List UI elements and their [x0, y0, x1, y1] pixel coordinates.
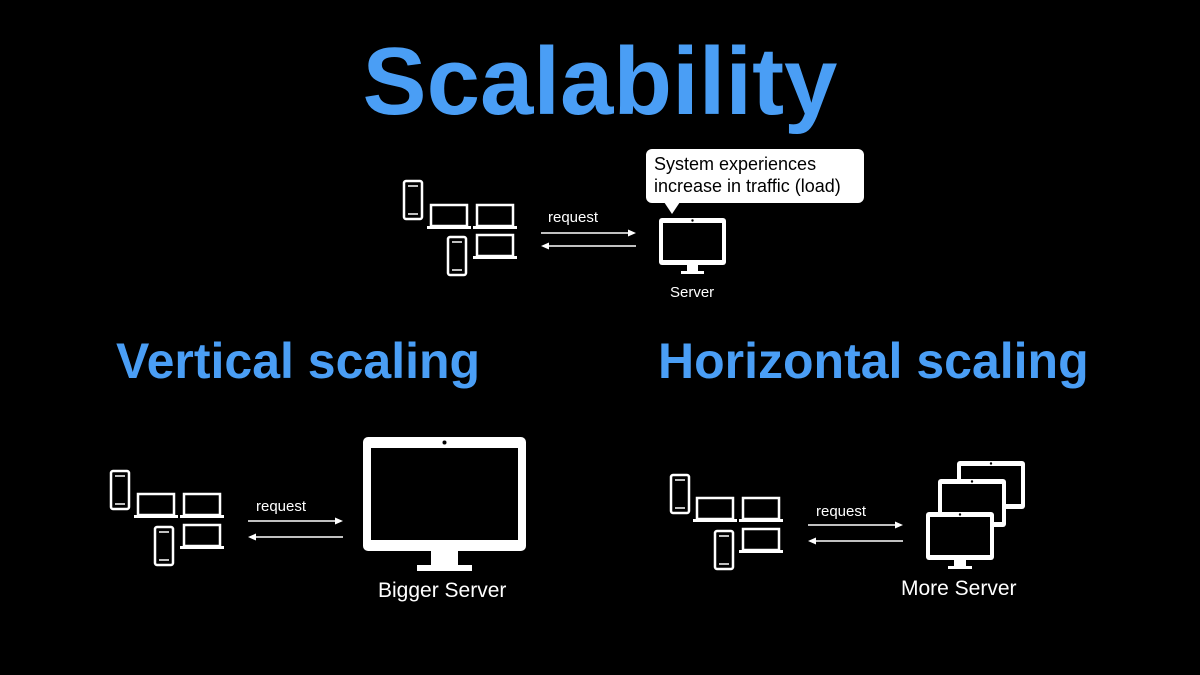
callout-line-1: System experiences	[654, 154, 817, 174]
more-server-label: More Server	[901, 577, 1017, 600]
laptop-icon	[473, 233, 517, 259]
server-label: Server	[670, 284, 715, 301]
bigger-server-label: Bigger Server	[378, 579, 507, 602]
request-label: request	[816, 503, 867, 520]
phone-icon	[153, 525, 175, 567]
phone-icon	[446, 235, 468, 277]
monitor-icon	[659, 218, 726, 274]
laptop-icon	[180, 492, 224, 518]
request-label: request	[548, 209, 599, 226]
request-label: request	[256, 498, 307, 515]
phone-icon	[713, 529, 735, 571]
laptop-icon	[473, 203, 517, 229]
laptop-icon	[739, 527, 783, 553]
page-title: Scalability	[362, 28, 838, 135]
big-monitor-icon	[363, 437, 526, 571]
laptop-icon	[180, 523, 224, 549]
response-arrow-left	[248, 533, 343, 541]
phone-icon	[669, 473, 691, 515]
laptop-icon	[739, 496, 783, 522]
horizontal-scaling-heading: Horizontal scaling	[658, 333, 1089, 389]
request-arrow-right	[808, 521, 903, 529]
laptop-icon	[134, 492, 178, 518]
callout-bubble: System experiences increase in traffic (…	[646, 149, 864, 203]
vertical-scaling-heading: Vertical scaling	[116, 333, 481, 389]
phone-icon	[109, 469, 131, 511]
request-arrow-right	[248, 517, 343, 525]
monitor-icon	[926, 512, 994, 569]
phone-icon	[402, 179, 424, 221]
callout-line-2: increase in traffic (load)	[654, 176, 841, 196]
request-arrow-right	[541, 229, 636, 237]
response-arrow-left	[541, 242, 636, 250]
response-arrow-left	[808, 537, 903, 545]
laptop-icon	[427, 203, 471, 229]
callout-tail	[664, 202, 680, 214]
laptop-icon	[693, 496, 737, 522]
